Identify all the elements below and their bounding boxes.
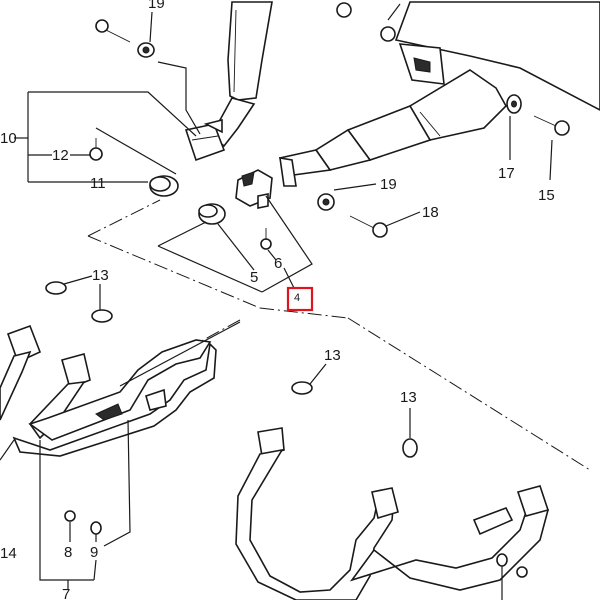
callout-19-top: 19 <box>148 0 165 12</box>
nut-top-right <box>380 26 396 42</box>
callout-10: 10 <box>0 130 17 147</box>
callout-8: 8 <box>64 544 72 561</box>
callout-15: 15 <box>538 187 555 204</box>
callout-9: 9 <box>90 544 98 561</box>
leader-lines <box>0 3 553 600</box>
bolt-12 <box>89 138 103 161</box>
highlight-box <box>286 286 314 312</box>
callout-14: 14 <box>0 545 17 562</box>
bolt-8 <box>64 510 76 522</box>
callout-12: 12 <box>52 147 69 164</box>
washer-19-top <box>137 42 155 58</box>
callout-19-center: 19 <box>380 176 397 193</box>
callout-11: 11 <box>90 175 106 192</box>
callout-18: 18 <box>422 204 439 221</box>
callout-13-left: 13 <box>92 267 109 284</box>
left-muffler <box>184 1 273 162</box>
nut-lower-right <box>496 553 528 578</box>
bolt-18 <box>349 215 388 238</box>
washer-17 <box>506 94 522 114</box>
callout-13-right-b: 13 <box>400 389 417 406</box>
right-exhaust-pipe-assembly <box>235 427 550 600</box>
bolt-6 <box>260 228 272 250</box>
gasket-5 <box>198 203 226 225</box>
washer-19-center <box>317 193 335 211</box>
right-muffler <box>278 1 600 187</box>
callout-5: 5 <box>250 269 258 286</box>
bolt-top-left <box>95 19 131 43</box>
nut-top-center <box>336 2 352 18</box>
washer-13-left-b <box>91 309 113 323</box>
callout-7: 7 <box>62 586 70 600</box>
washer-13-right-b <box>402 438 418 458</box>
callout-4: 4 <box>294 292 300 304</box>
callout-13-right-a: 13 <box>324 347 341 364</box>
left-exhaust-pipe-assembly <box>0 324 217 457</box>
exhaust-clamp <box>235 169 273 209</box>
callout-17: 17 <box>498 165 515 182</box>
section-frame-lines <box>87 199 591 471</box>
washer-13-left-a <box>45 281 67 295</box>
gasket-11 <box>149 175 179 197</box>
washer-13-right-a <box>291 381 313 395</box>
callout-6: 6 <box>274 255 282 272</box>
bolt-15 <box>533 115 570 136</box>
nut-9 <box>90 521 102 535</box>
callout-labels: 19 10 12 11 17 15 19 18 5 6 4 13 13 13 1… <box>0 0 555 600</box>
